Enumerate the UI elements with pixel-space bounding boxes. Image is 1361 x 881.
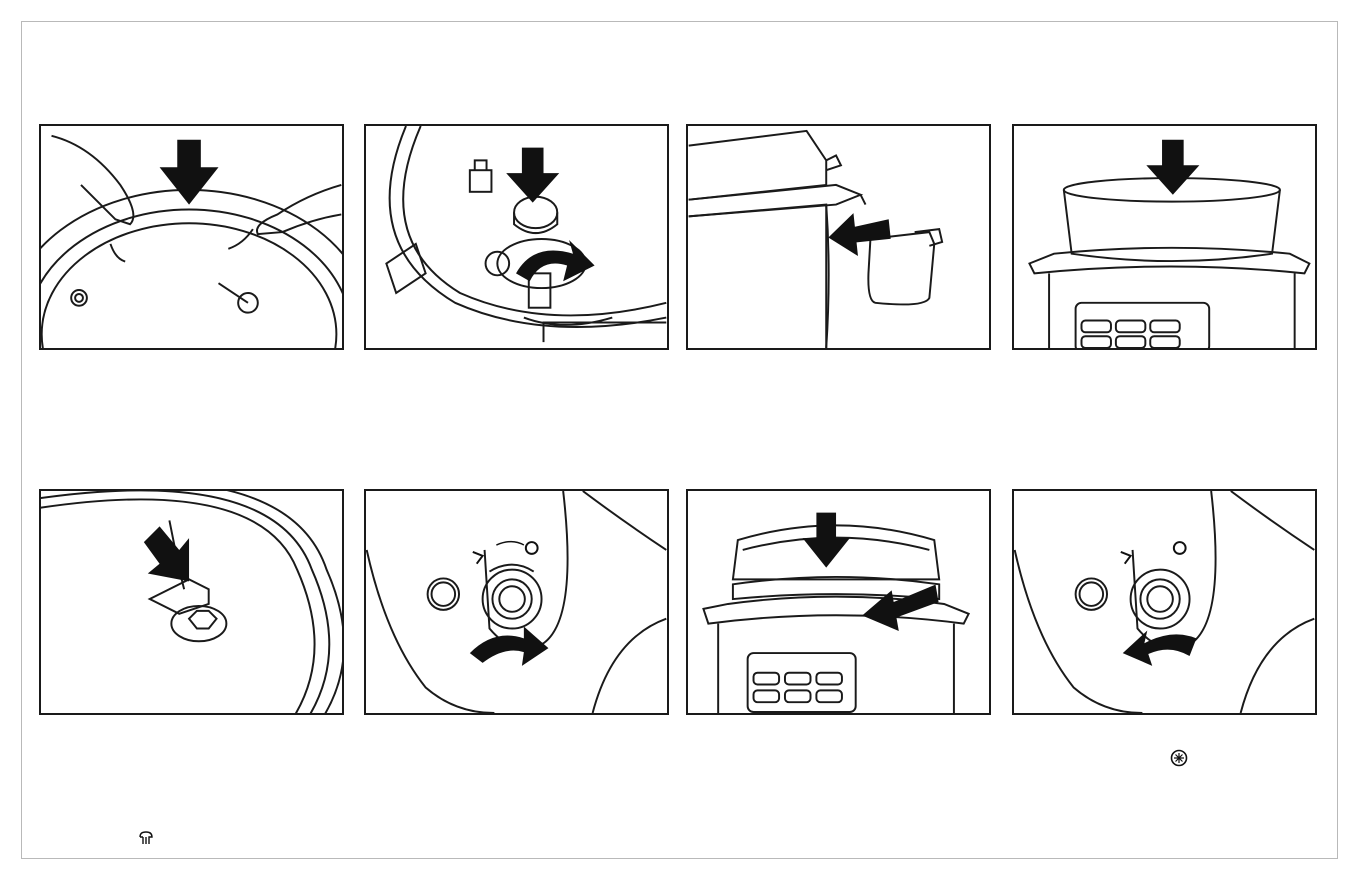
pot-arrow-down-icon (1014, 126, 1315, 348)
figure-float-valve-cap (364, 124, 669, 350)
cup-slide-in-icon (688, 126, 989, 348)
gasket-press-icon (41, 491, 342, 713)
steam-vent-icon (473, 552, 483, 564)
figure-remove-gasket (39, 124, 344, 350)
figure-condensation-cup (686, 124, 991, 350)
figure-gasket-lever (39, 489, 344, 715)
sealed-valve-icon (526, 542, 538, 554)
figure-close-lid (686, 489, 991, 715)
figure-valve-knob-seal (364, 489, 669, 715)
gasket-arrow-down-icon (41, 126, 342, 348)
knob-turn-left-icon (1014, 491, 1315, 713)
knob-turn-right-icon (366, 491, 667, 713)
valve-cap-twist-icon (366, 126, 667, 348)
figure-insert-pot (1012, 124, 1317, 350)
sealed-valve-icon (1170, 749, 1188, 767)
lid-close-icon (688, 491, 989, 713)
steam-vent-icon (137, 829, 155, 847)
figure-valve-knob-vent (1012, 489, 1317, 715)
